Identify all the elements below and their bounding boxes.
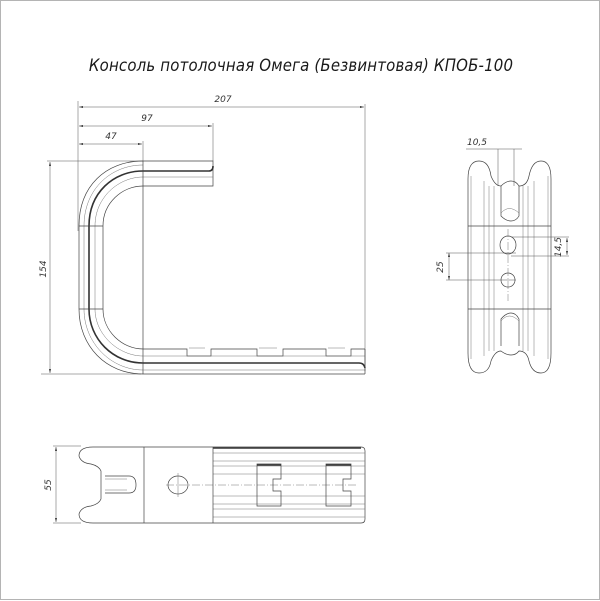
drawing-title: Консоль потолочная Омега (Безвинтовая) К… [88,56,514,76]
dim-bottom-width: 55 [44,479,54,491]
dim-hole-spacing: 25 [436,261,446,273]
side-view: 10,5 [436,138,569,374]
dim-hole-diameter: 14,5 [554,237,564,257]
dim-overall-width: 207 [214,95,231,105]
dim-height: 154 [39,260,49,277]
dim-bend-offset: 47 [105,132,117,142]
dim-upper-arm: 97 [141,114,153,124]
front-view: 207 97 47 154 [39,95,366,375]
dim-slot-width: 10,5 [467,138,487,148]
bottom-view: 55 [44,445,366,524]
